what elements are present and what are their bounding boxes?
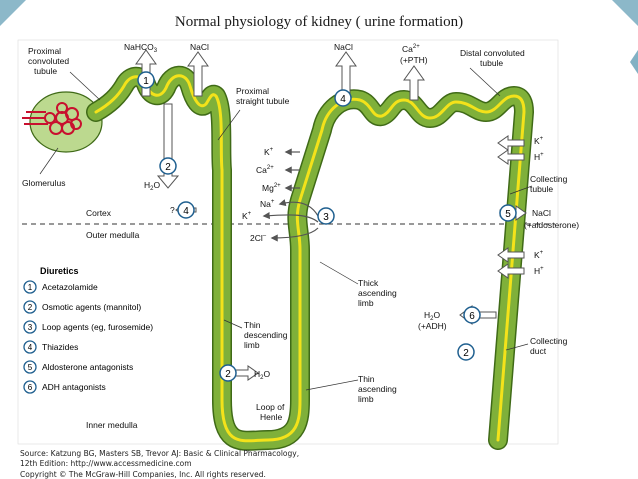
svg-text:Loop agents (eg, furosemide): Loop agents (eg, furosemide)	[42, 322, 153, 332]
arrow-h-right-1	[497, 149, 525, 165]
svg-text:1: 1	[28, 283, 33, 292]
svg-text:1: 1	[143, 76, 149, 87]
loop-reabsorption-arrows	[262, 148, 319, 242]
svg-text:5: 5	[505, 209, 511, 220]
svg-text:3: 3	[28, 323, 33, 332]
svg-text:2: 2	[165, 162, 171, 173]
label-question: ?	[170, 205, 175, 215]
arrow-cl-loop	[270, 227, 319, 242]
label-h2o-adh: H2O	[424, 310, 440, 322]
svg-text:2: 2	[463, 348, 469, 359]
svg-text:6: 6	[469, 311, 475, 322]
label-nacl-left: NaCl	[190, 42, 209, 52]
label-cortex: Cortex	[86, 208, 112, 218]
label-ca-loop: Ca2+	[256, 165, 274, 175]
site-marker-pct-top: 1	[137, 71, 155, 89]
svg-text:5: 5	[28, 363, 33, 372]
label-h-right-2: H+	[534, 266, 544, 276]
label-cl-loop: 2Cl–	[250, 233, 267, 243]
arrow-k-right-1	[497, 135, 525, 151]
label-nahco3: NaHCO3	[124, 42, 158, 54]
site-marker-aldosterone: 5	[499, 204, 517, 222]
arrow-k-loop2	[262, 211, 319, 223]
svg-text:Aldosterone antagonists: Aldosterone antagonists	[42, 362, 133, 372]
label-h-right-1: H+	[534, 152, 544, 162]
arrow-h2o-down	[156, 103, 180, 189]
svg-text:Acetazolamide: Acetazolamide	[42, 282, 98, 292]
slide-title: Normal physiology of kidney ( urine form…	[174, 14, 464, 30]
label-k-right-2: K+	[534, 250, 544, 260]
label-glomerulus: Glomerulus	[22, 178, 65, 188]
site-markers: 1 2 4 3 4 5 6 2 2	[137, 71, 517, 382]
label-na-loop: Na+	[260, 199, 275, 209]
label-k-plus-loop: K+	[264, 147, 274, 157]
svg-text:6: 6	[28, 383, 33, 392]
legend-title: Diuretics	[40, 266, 79, 276]
arrow-ca	[403, 65, 425, 101]
arrow-na-loop	[278, 199, 319, 217]
label-outer-medulla: Outer medulla	[86, 230, 140, 240]
label-h2o-bottom: H2O	[254, 369, 270, 381]
legend-item: 5 Aldosterone antagonists	[23, 360, 133, 374]
arrow-k-right-2	[497, 247, 525, 263]
legend-item: 6 ADH antagonists	[23, 380, 106, 394]
legend-item: 2 Osmotic agents (mannitol)	[23, 300, 141, 314]
label-k-right-1: K+	[534, 136, 544, 146]
source-line-2: 12th Edition: http://www.accessmedicine.…	[20, 459, 192, 468]
svg-text:3: 3	[323, 212, 329, 223]
svg-text:Thiazides: Thiazides	[42, 342, 78, 352]
site-marker-pct-bottom: 2	[159, 157, 177, 175]
site-marker-loop: 3	[317, 207, 335, 225]
label-nacl-mid: NaCl	[334, 42, 353, 52]
svg-text:4: 4	[183, 206, 189, 217]
site-marker-collecting-duct: 2	[457, 343, 475, 361]
svg-text:2: 2	[225, 369, 231, 380]
label-nacl-right: NaCl	[532, 208, 551, 218]
site-marker-distal: 4	[334, 89, 352, 107]
svg-text:Osmotic agents (mannitol): Osmotic agents (mannitol)	[42, 302, 141, 312]
svg-text:4: 4	[340, 94, 346, 105]
label-ca-pth: Ca2+	[402, 44, 420, 54]
site-marker-question: 4	[177, 201, 195, 219]
source-line-3: Copyright © The McGraw-Hill Companies, I…	[20, 470, 266, 479]
label-k-loop-2: K+	[242, 211, 252, 221]
arrow-h-right-2	[497, 263, 525, 279]
site-marker-adh: 6	[463, 306, 481, 324]
label-mg-loop: Mg2+	[262, 183, 281, 193]
label-h2o-left: H2O	[144, 180, 160, 192]
diuretics-legend: Diuretics 1 Acetazolamide 2 Osmotic agents…	[23, 266, 153, 394]
legend-item: 1 Acetazolamide	[23, 280, 98, 294]
leader-lines	[39, 67, 533, 391]
glomerulus-tuft	[22, 102, 82, 135]
svg-text:4: 4	[28, 343, 33, 352]
label-pth: (+PTH)	[400, 55, 428, 65]
source-line-1: Source: Katzung BG, Masters SB, Trevor A…	[20, 449, 300, 458]
legend-item: 4 Thiazides	[23, 340, 78, 354]
nephron-tubule	[86, 65, 534, 451]
label-inner-medulla: Inner medulla	[86, 420, 138, 430]
label-adh: (+ADH)	[418, 321, 447, 331]
site-marker-thin-desc: 2	[219, 364, 237, 382]
legend-item: 3 Loop agents (eg, furosemide)	[23, 320, 153, 334]
svg-text:ADH antagonists: ADH antagonists	[42, 382, 106, 392]
arrow-nacl-left	[187, 51, 209, 97]
svg-text:2: 2	[28, 303, 33, 312]
nephron-lumen	[94, 74, 526, 443]
label-aldosterone: (+aldosterone)	[524, 220, 579, 230]
